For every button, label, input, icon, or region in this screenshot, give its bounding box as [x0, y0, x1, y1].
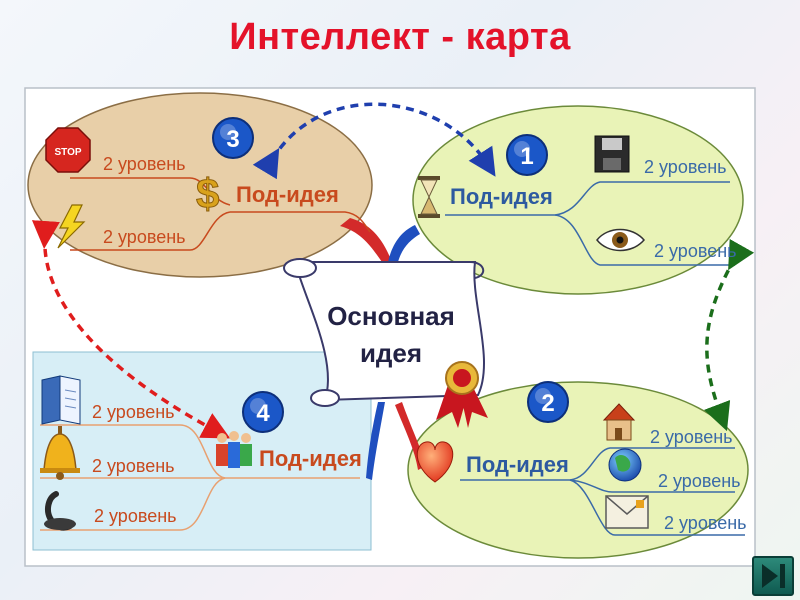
node-2-sub-2: 2 уровень — [658, 471, 741, 491]
node-2-branches — [460, 447, 745, 536]
connector-3-to-4 — [31, 220, 231, 439]
node-3-number: 3 — [226, 126, 239, 153]
node-1-sub-2: 2 уровень — [654, 241, 737, 261]
node-4-number: 4 — [256, 400, 270, 427]
node-1-number: 1 — [520, 143, 533, 170]
slide-title: Интеллект - карта — [229, 16, 571, 58]
node-3-label: Под-идея — [236, 182, 339, 207]
next-slide-button[interactable] — [752, 556, 794, 596]
node-3-stop-icon: STOP — [45, 127, 91, 173]
node-2-sub-1: 2 уровень — [650, 427, 733, 447]
stop-sign-text: STOP — [54, 147, 81, 158]
node-1-badge: 1 — [506, 134, 548, 176]
node-2-number: 2 — [541, 390, 554, 417]
node-1-label: Под-идея — [450, 184, 553, 209]
phone-icon — [44, 491, 76, 531]
center-line-2: идея — [360, 338, 422, 368]
book-icon — [41, 375, 81, 425]
next-arrow-icon — [762, 564, 785, 588]
node-4-sub-3: 2 уровень — [94, 506, 177, 526]
floppy-disk-icon — [594, 135, 630, 173]
house-icon — [602, 403, 636, 441]
ribbon-to-node-3 — [340, 218, 392, 262]
node-4-sub-2: 2 уровень — [92, 456, 175, 476]
svg-text:$: $ — [196, 170, 219, 217]
node-3-badge: 3 — [212, 117, 254, 159]
connector-1-to-2 — [703, 238, 755, 432]
node-2-sub-3: 2 уровень — [664, 513, 747, 533]
globe-icon — [608, 448, 642, 482]
node-4-badge: 4 — [242, 391, 284, 433]
node-1-branches — [445, 181, 735, 266]
node-1-sub-1: 2 уровень — [644, 157, 727, 177]
envelope-icon — [605, 495, 649, 529]
center-scroll: Основная идея — [283, 258, 485, 407]
eye-icon — [596, 228, 645, 252]
ribbon-to-node-1 — [388, 225, 420, 262]
people-icon — [216, 431, 252, 468]
ribbon-medal-icon — [436, 361, 488, 428]
node-4-sub-1: 2 уровень — [92, 402, 175, 422]
node-4-label: Под-идея — [259, 446, 362, 471]
center-line-1: Основная — [327, 301, 455, 331]
node-3-sub-2: 2 уровень — [103, 227, 186, 247]
bell-icon — [40, 426, 80, 480]
hourglass-icon — [418, 176, 440, 218]
heart-icon — [416, 441, 454, 483]
node-2-background — [407, 381, 749, 559]
node-2-label: Под-идея — [466, 452, 569, 477]
lightning-icon — [57, 204, 86, 249]
node-3-sub-1: 2 уровень — [103, 154, 186, 174]
node-2-badge: 2 — [527, 381, 569, 423]
ribbon-to-node-4 — [366, 402, 385, 480]
connector-3-to-1 — [252, 102, 496, 180]
dollar-icon: $ — [196, 170, 220, 218]
